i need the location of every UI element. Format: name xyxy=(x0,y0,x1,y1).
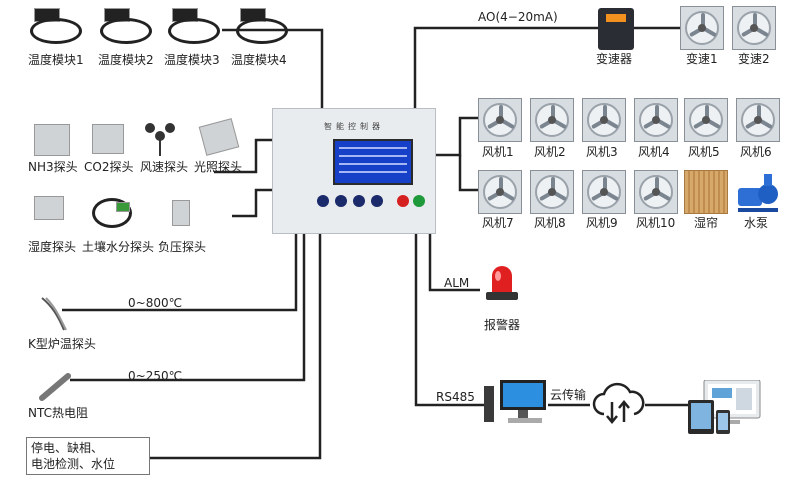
fan-5-icon xyxy=(684,98,728,142)
controller-key[interactable] xyxy=(353,195,365,207)
controller-key[interactable] xyxy=(335,195,347,207)
wet-pad-label: 湿帘 xyxy=(694,216,719,230)
run-key[interactable] xyxy=(413,195,425,207)
fan-1-icon xyxy=(478,98,522,142)
thermocouple-range-label: 0~800℃ xyxy=(128,296,183,310)
controller-key[interactable] xyxy=(371,195,383,207)
negative-pressure-probe-label: 负压探头 xyxy=(158,240,207,254)
alarm-label: 报警器 xyxy=(484,318,521,332)
power-status-line-1: 停电、缺相、 xyxy=(31,441,104,455)
nh3-probe-label: NH3探头 xyxy=(28,160,78,174)
co2-probe-icon xyxy=(92,124,124,154)
module-label: 温度模块1 xyxy=(28,53,84,67)
smart-controller: 智能控制器 xyxy=(272,108,436,234)
variable-fan-2-icon xyxy=(732,6,776,50)
negative-pressure-probe-icon xyxy=(172,200,190,226)
module-label: 温度模块3 xyxy=(164,53,220,67)
fan-8-label: 风机8 xyxy=(534,216,566,230)
computer-icon xyxy=(484,380,548,426)
fan-10-icon xyxy=(634,170,678,214)
fan-2-icon xyxy=(530,98,574,142)
fan-7-label: 风机7 xyxy=(482,216,514,230)
fan-5-label: 风机5 xyxy=(688,145,720,159)
power-status-input-box: 停电、缺相、 电池检测、水位 xyxy=(26,437,150,475)
co2-probe-label: CO2探头 xyxy=(84,160,134,174)
cloud-transfer-label: 云传输 xyxy=(550,388,587,402)
controller-key[interactable] xyxy=(317,195,329,207)
fan-2-label: 风机2 xyxy=(534,145,566,159)
fan-9-label: 风机9 xyxy=(586,216,618,230)
anemometer-icon xyxy=(144,122,176,156)
ao-signal-label: AO(4−20mA) xyxy=(478,10,558,24)
power-status-line-2: 电池检测、水位 xyxy=(31,457,116,471)
controller-display xyxy=(333,139,413,185)
module-label: 温度模块4 xyxy=(231,53,287,67)
fan-9-icon xyxy=(582,170,626,214)
vfd-icon xyxy=(598,8,634,50)
variable-fan-1-label: 变速1 xyxy=(686,52,718,66)
alm-signal-label: ALM xyxy=(444,276,470,290)
variable-fan-1-icon xyxy=(680,6,724,50)
cloud-icon xyxy=(590,382,646,426)
stop-key[interactable] xyxy=(397,195,409,207)
nh3-probe-icon xyxy=(34,124,70,156)
fan-6-icon xyxy=(736,98,780,142)
fan-3-icon xyxy=(582,98,626,142)
fan-4-icon xyxy=(634,98,678,142)
ntc-range-label: 0~250℃ xyxy=(128,369,183,383)
alarm-light-icon xyxy=(484,262,520,304)
fan-7-icon xyxy=(478,170,522,214)
thermocouple-label: K型炉温探头 xyxy=(28,337,96,351)
fan-8-icon xyxy=(530,170,574,214)
rs485-label: RS485 xyxy=(436,390,475,404)
module-label: 温度模块2 xyxy=(98,53,154,67)
fan-4-label: 风机4 xyxy=(638,145,670,159)
ntc-label: NTC热电阻 xyxy=(28,406,88,420)
humidity-probe-icon xyxy=(34,196,64,220)
humidity-probe-label: 湿度探头 xyxy=(28,240,77,254)
controller-title: 智能控制器 xyxy=(324,122,384,131)
soil-moisture-probe-icon xyxy=(92,196,132,230)
vfd-label: 变速器 xyxy=(596,52,633,66)
wind-speed-probe-label: 风速探头 xyxy=(140,160,189,174)
fan-6-label: 风机6 xyxy=(740,145,772,159)
variable-fan-2-label: 变速2 xyxy=(738,52,770,66)
wet-pad-icon xyxy=(684,170,728,214)
thermocouple-probe-icon xyxy=(38,296,68,332)
fan-10-label: 风机10 xyxy=(636,216,676,230)
ntc-thermistor-icon xyxy=(38,372,72,402)
water-pump-icon xyxy=(736,170,780,214)
light-probe-label: 光照探头 xyxy=(194,160,243,174)
fan-3-label: 风机3 xyxy=(586,145,618,159)
water-pump-label: 水泵 xyxy=(744,216,769,230)
fan-1-label: 风机1 xyxy=(482,145,514,159)
soil-moisture-probe-label: 土壤水分探头 xyxy=(82,240,155,254)
monitoring-devices-icon xyxy=(688,379,764,436)
